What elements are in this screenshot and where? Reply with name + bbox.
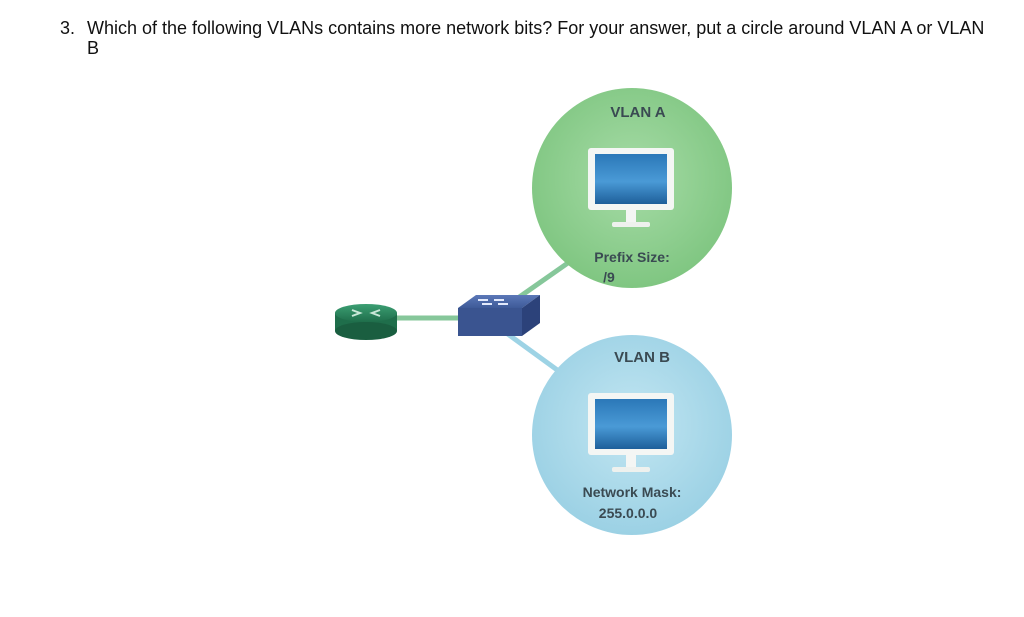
vlan-a-field-label: Prefix Size: [594,249,669,265]
link-switch-vlan-b [503,329,562,375]
computer-monitor-icon [588,393,674,472]
vlan-a-title: VLAN A [610,104,665,121]
router-icon [335,304,397,340]
vlan-a-field-value: /9 [603,269,615,285]
vlan-b-field-value: 255.0.0.0 [599,505,658,521]
vlan-b-field-label: Network Mask: [583,484,682,500]
question-text: Which of the following VLANs contains mo… [87,18,985,58]
vlan-a-group: VLAN A Prefix Size: /9 [532,88,732,288]
switch-icon [458,295,540,336]
question-number: 3. [60,18,76,38]
vlan-b-title: VLAN B [614,349,670,366]
computer-monitor-icon [588,148,674,227]
vlan-b-group: VLAN B Network Mask: 255.0.0.0 [532,335,732,535]
